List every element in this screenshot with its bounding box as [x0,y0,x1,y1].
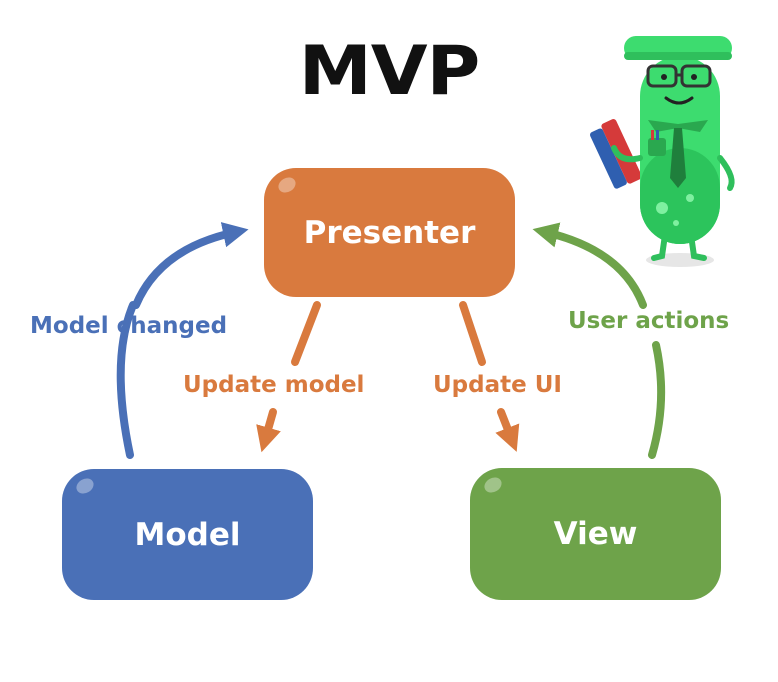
model-label: Model [134,516,241,553]
presenter-node: Presenter [264,168,515,297]
view-label: View [553,516,638,552]
arrow-user-actions [648,341,666,459]
arrow-update-model-head [256,408,281,453]
view-node: View [470,468,721,600]
presenter-label: Presenter [303,214,476,251]
model-node: Model [62,469,313,600]
page-title: MVP [298,32,481,111]
arrow-model-changed-head [132,222,249,309]
arrow-update-model [291,301,321,366]
shine-highlight [275,174,299,196]
edge-label-model-changed: Model changed [30,313,228,339]
edge-label-update-model: Update model [183,372,365,398]
arrow-model-changed [116,301,137,459]
arrow-user-actions-head [532,222,647,309]
arrow-update-ui [459,301,486,366]
edge-label-update-ui: Update UI [433,372,562,398]
test-tube-mascot-icon [589,36,735,267]
arrow-update-ui-head [495,408,520,452]
shine-highlight [481,474,505,496]
shine-highlight [73,475,97,497]
edge-label-user-actions: User actions [568,308,730,334]
